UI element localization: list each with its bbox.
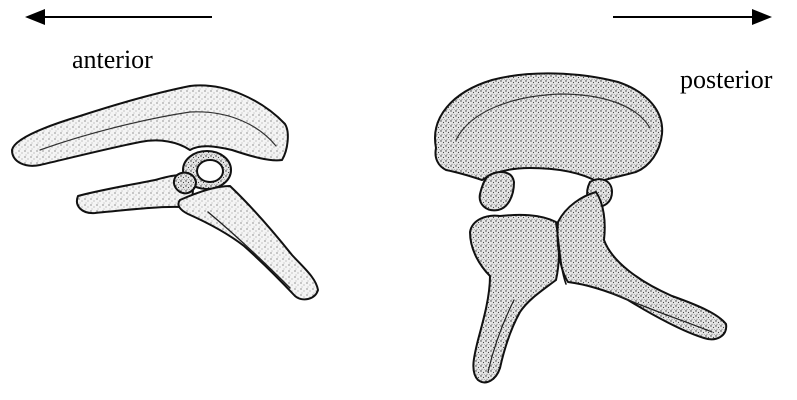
right-pubis-shape (470, 215, 559, 382)
left-ischium-shape (178, 186, 318, 299)
right-ilium-shape (435, 73, 662, 182)
arrow-left-icon (25, 9, 212, 25)
left-pelvis-drawing (12, 85, 318, 299)
posterior-label: posterior (680, 67, 772, 93)
right-ischium-shape (557, 192, 726, 339)
left-ilium-shape (12, 85, 288, 165)
anterior-label: anterior (72, 47, 153, 73)
right-pelvis-drawing (435, 73, 726, 382)
arrow-right-icon (613, 9, 772, 25)
